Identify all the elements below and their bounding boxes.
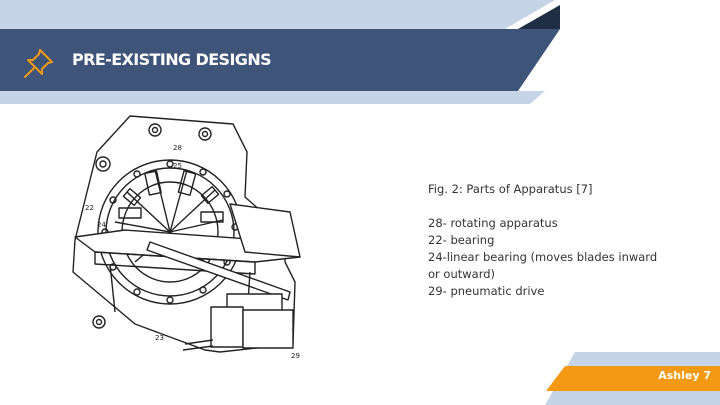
figure-label-28: 28 [173,144,182,152]
title-bar [0,29,560,91]
caption-title: Fig. 2: Parts of Apparatus [7] [428,182,593,196]
footer-author-page: Ashley 7 [658,369,711,382]
top-light-band [0,0,555,29]
pushpin-icon [24,49,53,78]
apparatus-figure: 28 25 22 24 23 29 [72,115,301,360]
title-underline-band [0,91,545,104]
figure-label-22: 22 [85,204,94,212]
figure-label-29: 29 [291,352,300,360]
part-28-text: 28- rotating apparatus [428,216,558,230]
part-29-text: 29- pneumatic drive [428,284,545,298]
slide-title: PRE-EXISTING DESIGNS [72,50,272,69]
figure-label-23: 23 [155,334,164,342]
figure-label-25: 25 [173,162,182,170]
footer-orange-band [546,366,720,391]
part-22-text: 22- bearing [428,233,495,247]
figure-caption: Fig. 2: Parts of Apparatus [7] 28- rotat… [428,181,658,300]
title-corner-fold [518,5,560,29]
figure-label-24: 24 [97,221,106,229]
part-24-text: 24-linear bearing (moves blades inward o… [428,250,658,281]
